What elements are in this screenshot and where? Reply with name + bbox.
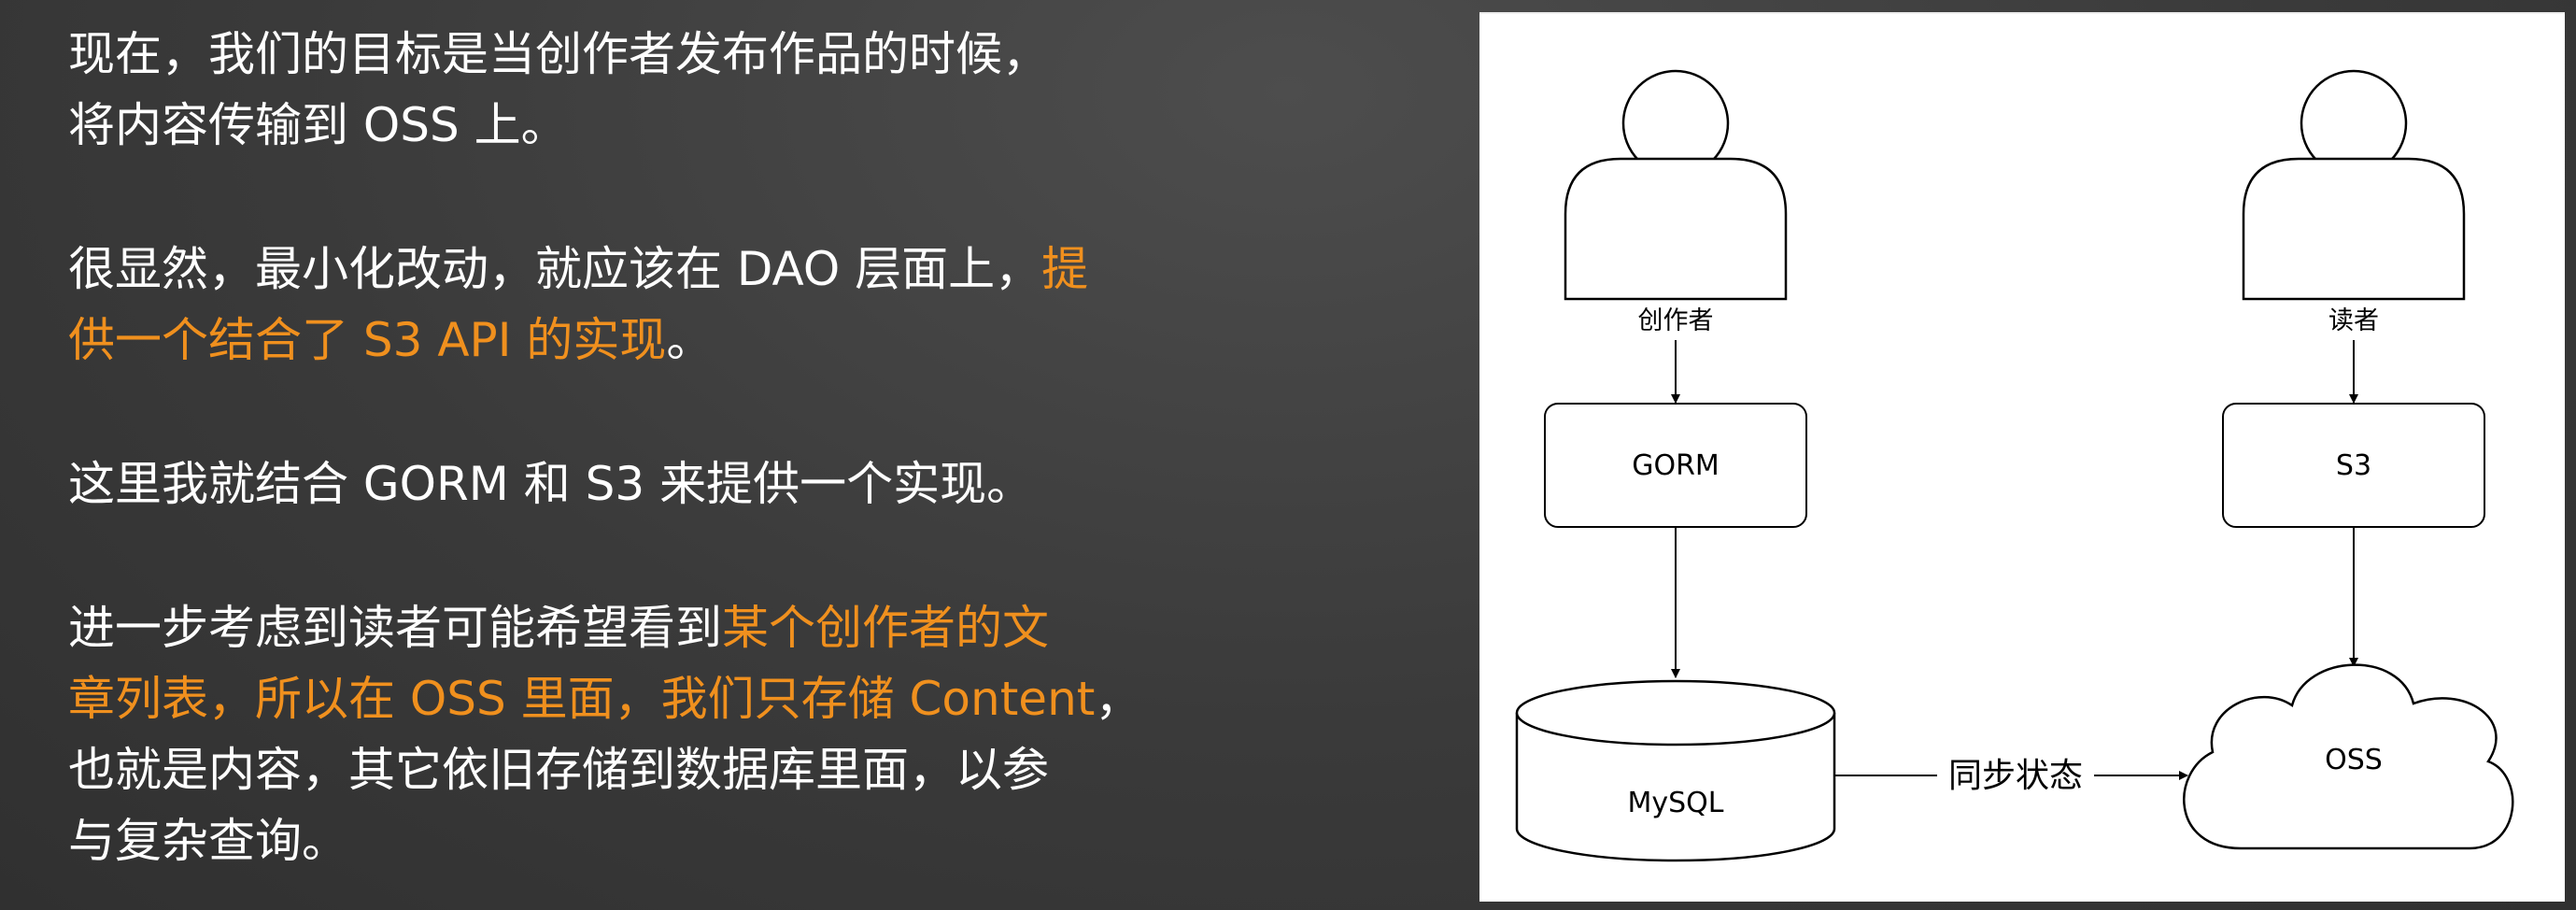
s3-label: S3 (2336, 449, 2371, 482)
reader-actor-icon (2242, 69, 2466, 301)
paragraph-goal: 现在，我们的目标是当创作者发布作品的时候， 将内容传输到 OSS 上。 (68, 19, 1451, 161)
gorm-label: GORM (1632, 449, 1720, 482)
creator-actor-icon (1564, 69, 1788, 301)
body-text: 很显然，最小化改动，就应该在 DAO 层面上， (68, 242, 1042, 296)
highlighted-text: 提 (1041, 242, 1089, 296)
sync-label: 同步状态 (1948, 757, 2083, 795)
body-text: 现在，我们的目标是当创作者发布作品的时候， (68, 27, 1049, 81)
sync-label-bg (1937, 754, 2094, 797)
text-panel: 现在，我们的目标是当创作者发布作品的时候， 将内容传输到 OSS 上。 很显然，最… (68, 19, 1451, 876)
body-text: 。 (666, 313, 714, 367)
diagram-canvas: 创作者 读者 GORM S3 MySQL OSS 同步状态 (1515, 69, 2514, 862)
mysql-database-icon (1515, 679, 1836, 862)
paragraph-storage-plan: 进一步考虑到读者可能希望看到某个创作者的文章列表，所以在 OSS 里面，我们只存… (68, 592, 1451, 876)
paragraph-implementation: 这里我就结合 GORM 和 S3 来提供一个实现。 (68, 448, 1451, 519)
body-text: 进一步考虑到读者可能希望看到 (68, 601, 722, 655)
body-text: ， (1095, 672, 1142, 726)
oss-label: OSS (2325, 744, 2383, 776)
highlighted-text: 某个创作者的文 (722, 601, 1049, 655)
mysql-label: MySQL (1627, 787, 1723, 819)
highlighted-text: 章列表，所以在 OSS 里面，我们只存储 Content (68, 672, 1096, 726)
highlighted-text: 供一个结合了 S3 API 的实现 (68, 313, 667, 367)
architecture-diagram: 创作者 读者 GORM S3 MySQL OSS 同步状态 (1479, 12, 2565, 902)
oss-cloud-icon (2183, 663, 2514, 850)
body-text: 这里我就结合 GORM 和 S3 来提供一个实现。 (68, 457, 1034, 511)
body-text: 与复杂查询。 (68, 814, 348, 868)
creator-label: 创作者 (1638, 306, 1714, 335)
body-text: 将内容传输到 OSS 上。 (68, 98, 568, 152)
reader-label: 读者 (2328, 306, 2379, 335)
paragraph-dao-layer: 很显然，最小化改动，就应该在 DAO 层面上，提供一个结合了 S3 API 的实… (68, 234, 1451, 376)
body-text: 也就是内容，其它依旧存储到数据库里面，以参 (68, 743, 1049, 797)
